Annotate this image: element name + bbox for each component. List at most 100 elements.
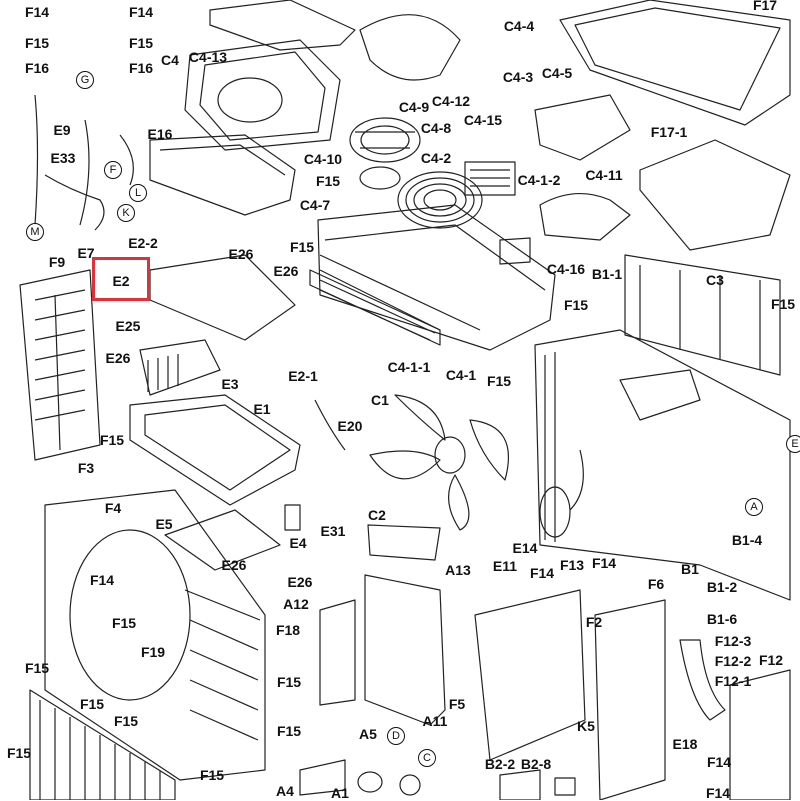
marker-l: L bbox=[129, 184, 147, 202]
label-c4-5: C4-5 bbox=[541, 65, 573, 81]
label-e11: E11 bbox=[492, 558, 518, 574]
label-e5: E5 bbox=[155, 516, 173, 532]
label-k5: K5 bbox=[577, 718, 595, 734]
label-b2-8: B2-8 bbox=[520, 756, 552, 772]
label-a1: A1 bbox=[331, 785, 349, 801]
part-c4-9 bbox=[359, 14, 461, 81]
label-e14: E14 bbox=[512, 540, 538, 556]
label-f15: F15 bbox=[24, 660, 50, 676]
part-c4-8 bbox=[349, 117, 421, 163]
marker-c: C bbox=[418, 749, 436, 767]
label-c4-2: C4-2 bbox=[420, 150, 452, 166]
part-c1 bbox=[394, 394, 446, 441]
label-f14: F14 bbox=[705, 785, 731, 801]
part-f3 bbox=[19, 269, 101, 461]
label-c4-3: C4-3 bbox=[502, 69, 534, 85]
part-c4-2 bbox=[397, 171, 483, 229]
part-f17 bbox=[559, 0, 791, 126]
label-f15: F15 bbox=[79, 696, 105, 712]
label-e2-1: E2-1 bbox=[288, 368, 318, 384]
label-c4-8: C4-8 bbox=[420, 120, 452, 136]
label-f14: F14 bbox=[24, 4, 50, 20]
label-c4-1-1: C4-1-1 bbox=[387, 359, 431, 375]
label-e2-2: E2-2 bbox=[128, 235, 158, 251]
part-c4-11 bbox=[539, 192, 631, 241]
part-c4-13 bbox=[184, 39, 341, 151]
part-c4-1 bbox=[317, 204, 556, 351]
label-f14: F14 bbox=[706, 754, 732, 770]
label-e26: E26 bbox=[273, 263, 299, 279]
label-b1-1: B1-1 bbox=[591, 266, 623, 282]
highlight-box-e2 bbox=[92, 257, 150, 301]
part-f2 bbox=[594, 599, 666, 800]
label-c4-1-2: C4-1-2 bbox=[517, 172, 561, 188]
label-f19: F19 bbox=[140, 644, 166, 660]
label-c4-7: C4-7 bbox=[299, 197, 331, 213]
label-f15: F15 bbox=[113, 713, 139, 729]
label-e26: E26 bbox=[287, 574, 313, 590]
label-f16: F16 bbox=[128, 60, 154, 76]
label-f15: F15 bbox=[276, 674, 302, 690]
label-f15: F15 bbox=[6, 745, 32, 761]
label-f13: F13 bbox=[559, 557, 585, 573]
label-e25: E25 bbox=[115, 318, 141, 334]
label-e33: E33 bbox=[50, 150, 76, 166]
label-c4-16: C4-16 bbox=[546, 261, 586, 277]
label-f14: F14 bbox=[128, 4, 154, 20]
label-b2-2: B2-2 bbox=[484, 756, 516, 772]
label-f6: F6 bbox=[647, 576, 665, 592]
label-b1: B1 bbox=[681, 561, 699, 577]
marker-d: D bbox=[387, 727, 405, 745]
label-f12-3: F12-3 bbox=[714, 633, 752, 649]
label-b1-2: B1-2 bbox=[706, 579, 738, 595]
label-f17: F17 bbox=[752, 0, 778, 13]
part-b1 bbox=[534, 329, 791, 601]
label-f2: F2 bbox=[585, 614, 603, 630]
label-c4-13: C4-13 bbox=[188, 49, 228, 65]
part-e1 bbox=[129, 394, 301, 506]
label-f14: F14 bbox=[89, 572, 115, 588]
label-f16: F16 bbox=[24, 60, 50, 76]
label-f12-2: F12-2 bbox=[714, 653, 752, 669]
label-f15: F15 bbox=[315, 173, 341, 189]
label-a11: A11 bbox=[422, 713, 448, 729]
label-f15: F15 bbox=[289, 239, 315, 255]
marker-k: K bbox=[117, 204, 135, 222]
part-e16 bbox=[149, 134, 296, 216]
label-f15: F15 bbox=[770, 296, 796, 312]
label-f15: F15 bbox=[111, 615, 137, 631]
label-e18: E18 bbox=[672, 736, 698, 752]
part-c4-1-1 bbox=[309, 269, 441, 346]
label-f14: F14 bbox=[529, 565, 555, 581]
label-e9: E9 bbox=[53, 122, 71, 138]
label-f5: F5 bbox=[448, 696, 466, 712]
label-a5: A5 bbox=[359, 726, 377, 742]
label-c4-1: C4-1 bbox=[445, 367, 477, 383]
label-e26: E26 bbox=[221, 557, 247, 573]
label-c4-9: C4-9 bbox=[398, 99, 430, 115]
label-c4-4: C4-4 bbox=[503, 18, 535, 34]
label-f12: F12 bbox=[758, 652, 784, 668]
part-c4-5 bbox=[534, 94, 631, 161]
label-f12-1: F12-1 bbox=[714, 673, 752, 689]
part-e2 bbox=[149, 254, 296, 341]
label-e2: E2 bbox=[112, 273, 130, 289]
label-f15: F15 bbox=[486, 373, 512, 389]
marker-m: M bbox=[26, 223, 44, 241]
label-f15: F15 bbox=[199, 767, 225, 783]
label-f14: F14 bbox=[591, 555, 617, 571]
part-f4 bbox=[44, 489, 266, 781]
label-e31: E31 bbox=[320, 523, 346, 539]
label-a13: A13 bbox=[445, 562, 471, 578]
part-c3 bbox=[624, 254, 781, 376]
label-f3: F3 bbox=[77, 460, 95, 476]
label-f15: F15 bbox=[128, 35, 154, 51]
label-f15: F15 bbox=[24, 35, 50, 51]
label-f15: F15 bbox=[99, 432, 125, 448]
label-e1: E1 bbox=[253, 401, 271, 417]
label-c4-12: C4-12 bbox=[431, 93, 471, 109]
label-e4: E4 bbox=[289, 535, 307, 551]
label-e20: E20 bbox=[337, 418, 363, 434]
label-c4-11: C4-11 bbox=[585, 167, 623, 183]
